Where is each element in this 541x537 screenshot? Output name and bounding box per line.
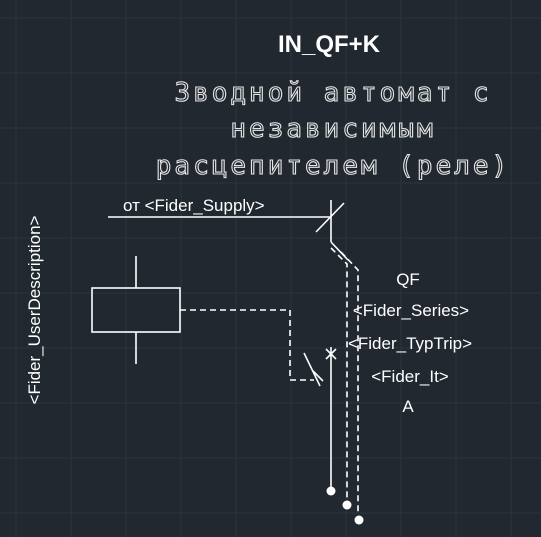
terminal-3	[354, 515, 364, 525]
terminal-2	[342, 500, 352, 510]
breaker-main-pole	[325, 200, 349, 488]
description-line-2: независимым	[230, 114, 435, 144]
block-title: IN_QF+K	[278, 31, 381, 58]
description-line-1: Зводной автомат с	[174, 78, 491, 108]
supply-tick	[315, 202, 345, 233]
device-designation: QF	[396, 270, 420, 289]
user-description-label: <Fider_UserDescription>	[25, 215, 44, 404]
device-trip-type: <Fider_TypTrip>	[348, 334, 472, 353]
device-current: <Fider_It>	[371, 367, 449, 386]
supply-label: от <Fider_Supply>	[123, 196, 265, 215]
release-linkage	[180, 309, 324, 387]
device-unit: A	[402, 397, 414, 416]
terminal-1	[326, 486, 336, 496]
description-line-3: расцепителем (реле)	[156, 151, 510, 181]
breaker-dashed-poles	[330, 247, 359, 512]
device-series: <Fider_Series>	[353, 301, 469, 320]
